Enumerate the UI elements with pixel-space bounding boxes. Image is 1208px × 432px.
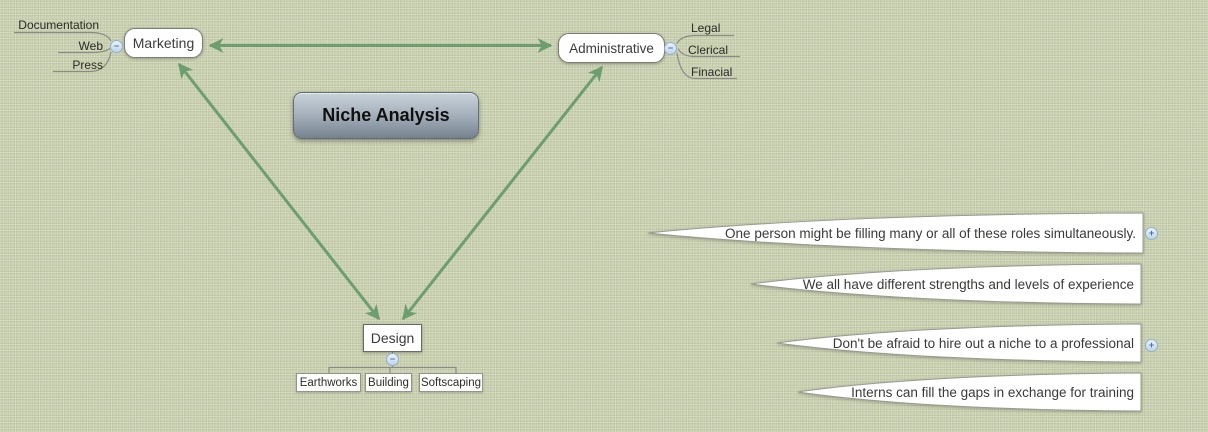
subtopic-documentation[interactable]: Documentation (18, 18, 99, 32)
topic-marketing-label: Marketing (132, 35, 195, 51)
subtopic-softscaping-label: Softscaping (420, 376, 482, 389)
topic-design[interactable]: Design (363, 324, 422, 352)
callout-note-3-text: Don't be afraid to hire out a niche to a… (832, 335, 1134, 351)
topic-marketing[interactable]: Marketing (124, 28, 203, 58)
topic-design-label: Design (370, 330, 415, 346)
central-topic-label: Niche Analysis (322, 105, 450, 125)
callout-note-1[interactable]: One person might be filling many or all … (647, 212, 1144, 254)
callout-note-1-text: One person might be filling many or all … (725, 225, 1136, 241)
collapse-toggle-icon[interactable]: − (110, 40, 123, 53)
pennant-shape (776, 323, 1142, 363)
pennant-shape (750, 263, 1142, 305)
callout-note-4-text: Interns can fill the gaps in exchange fo… (851, 384, 1134, 400)
callout-note-4[interactable]: Interns can fill the gaps in exchange fo… (797, 372, 1142, 412)
subtopic-building-label: Building (368, 376, 409, 389)
subtopic-earthworks[interactable]: Earthworks (296, 373, 361, 392)
subtopic-clerical[interactable]: Clerical (688, 43, 729, 57)
pennant-shape (797, 372, 1142, 412)
callout-note-2[interactable]: We all have different strengths and leve… (750, 263, 1142, 305)
topic-administrative-label: Administrative (569, 40, 654, 56)
collapse-toggle-icon[interactable]: − (386, 353, 399, 366)
subtopic-web[interactable]: Web (78, 39, 103, 53)
subtopic-finacial[interactable]: Finacial (691, 65, 733, 79)
expand-toggle-icon[interactable]: + (1145, 227, 1158, 240)
subtopic-building[interactable]: Building (365, 373, 412, 392)
topic-administrative[interactable]: Administrative (558, 33, 665, 63)
pennant-shape (647, 212, 1144, 254)
subtopic-earthworks-label: Earthworks (299, 376, 358, 389)
callout-note-3[interactable]: Don't be afraid to hire out a niche to a… (776, 323, 1142, 363)
subtopic-press[interactable]: Press (72, 58, 103, 72)
callout-note-2-text: We all have different strengths and leve… (802, 276, 1134, 292)
subtopic-legal[interactable]: Legal (691, 21, 721, 35)
collapse-toggle-icon[interactable]: − (664, 42, 677, 55)
central-topic-niche-analysis[interactable]: Niche Analysis (293, 92, 479, 139)
subtopic-softscaping[interactable]: Softscaping (419, 373, 483, 392)
expand-toggle-icon[interactable]: + (1145, 339, 1158, 352)
